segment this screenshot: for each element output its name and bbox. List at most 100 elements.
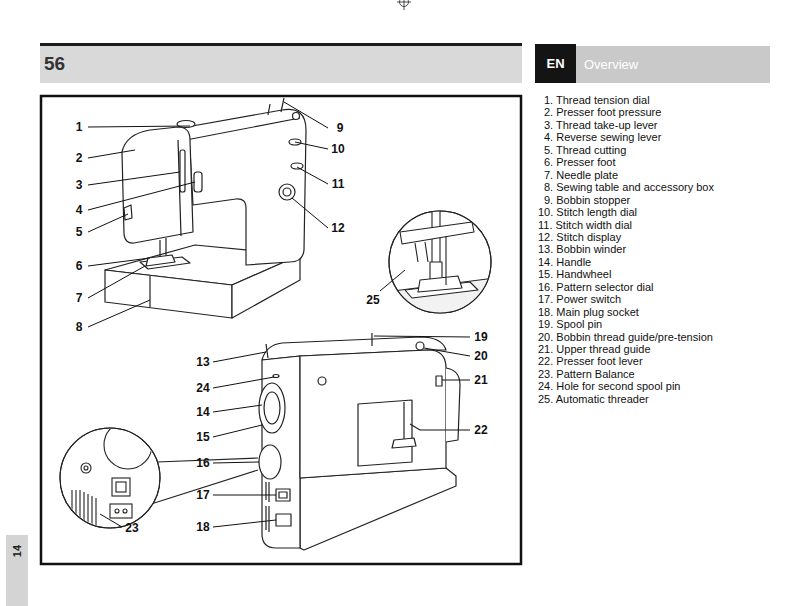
part-list-item: 25. Automatic threader	[538, 393, 649, 405]
part-list-item: 7. Needle plate	[544, 169, 618, 181]
leader-lines	[88, 102, 470, 527]
plug-socket	[276, 514, 291, 526]
callout-number: 21	[474, 374, 487, 386]
spool-pin	[281, 98, 284, 112]
part-list-item: 13. Bobbin winder	[538, 243, 626, 255]
power-switch	[116, 482, 126, 492]
vent-slots	[266, 482, 269, 532]
callout-number: 24	[196, 382, 209, 394]
pattern-balance-knob	[81, 463, 91, 473]
pattern-balance-knob	[84, 466, 88, 470]
callout-number: 25	[366, 294, 379, 306]
callout-number: 9	[337, 122, 344, 134]
machine-head	[446, 368, 460, 442]
plug-pin	[115, 509, 119, 513]
power-switch	[276, 489, 290, 501]
callout-number: 15	[196, 431, 209, 443]
part-list-item: 4. Reverse sewing lever	[544, 131, 661, 143]
callout-number: 1	[76, 121, 83, 133]
threader-housing	[400, 222, 474, 244]
callout-number: 8	[76, 321, 83, 333]
stitch-width-dial	[291, 163, 303, 169]
part-list-item: 10. Stitch length dial	[538, 206, 637, 218]
presser-foot	[392, 438, 416, 448]
part-list-item: 12. Stitch display	[538, 231, 621, 243]
reverse-lever	[194, 172, 202, 192]
callout-number: 3	[76, 179, 83, 191]
power-switch	[279, 492, 287, 498]
callout-number: 22	[474, 424, 487, 436]
detail-connector	[148, 470, 258, 505]
box-seam	[149, 276, 150, 307]
part-list-item: 22. Presser foot lever	[538, 355, 643, 367]
part-list-item: 2. Presser foot pressure	[544, 106, 661, 118]
vent-slots	[72, 490, 96, 528]
part-list-item: 11. Stitch width dial	[538, 219, 632, 231]
pattern-balance-hole	[318, 377, 326, 385]
callout-number: 23	[125, 522, 138, 534]
part-list-item: 19. Spool pin	[538, 318, 602, 330]
callout-number: 7	[76, 292, 83, 304]
plug-socket	[110, 504, 132, 518]
spool-pin	[266, 344, 268, 358]
part-list-item: 8. Sewing table and accessory box	[544, 181, 714, 193]
stitch-display	[279, 184, 295, 200]
callout-number: 10	[331, 143, 344, 155]
page-heading: 56	[44, 53, 522, 75]
threader-hook	[415, 242, 428, 262]
section-title: Overview	[584, 57, 770, 72]
power-switch	[112, 478, 130, 496]
registration-mark	[397, 2, 411, 3]
foot-shank	[430, 262, 442, 280]
part-list-item: 24. Hole for second spool pin	[538, 380, 680, 392]
page-number: 14	[11, 545, 23, 557]
callout-number: 16	[196, 457, 209, 469]
sewing-table-side	[232, 255, 300, 318]
arm-edge	[186, 118, 300, 140]
stitch-display	[283, 188, 291, 196]
presser-foot-lever	[410, 424, 420, 430]
spool-pin	[268, 104, 270, 115]
callout-number: 5	[76, 226, 83, 238]
part-list-item: 3. Thread take-up lever	[544, 119, 658, 131]
machine-throat	[358, 400, 412, 466]
part-list-item: 1. Thread tension dial	[544, 94, 650, 106]
callout-number: 18	[196, 521, 209, 533]
figure-frame	[41, 96, 521, 564]
callout-number: 4	[76, 204, 83, 216]
registration-mark	[404, 0, 405, 10]
part-list-item: 17. Power switch	[538, 293, 621, 305]
part-list-item: 20. Bobbin thread guide/pre-tension	[538, 331, 713, 343]
part-list-item: 5. Thread cutting	[544, 144, 626, 156]
detail-circle	[389, 211, 491, 313]
header-band: 56	[40, 43, 522, 83]
pattern-dial	[259, 445, 281, 479]
part-list-item: 14. Handle	[538, 256, 591, 268]
part-list-item: 15. Handwheel	[538, 268, 611, 280]
presser-foot	[146, 255, 175, 266]
part-list-item: 23. Pattern Balance	[538, 368, 635, 380]
handwheel	[259, 383, 285, 433]
callout-number: 19	[474, 331, 487, 343]
part-list-item: 6. Presser foot	[544, 156, 616, 168]
detail-circle	[60, 428, 160, 528]
presser-bar	[165, 238, 166, 256]
part-list-item: 9. Bobbin stopper	[544, 194, 630, 206]
callout-number: 6	[76, 260, 83, 272]
pre-tension-guide	[416, 342, 424, 350]
bobbin-winder	[293, 113, 300, 120]
section-band: Overview	[576, 46, 770, 83]
presser-foot	[418, 276, 462, 292]
callout-number: 17	[196, 489, 209, 501]
callout-number: 11	[332, 178, 345, 190]
upper-thread-guide	[436, 376, 442, 386]
callout-number: 20	[474, 350, 487, 362]
part-list-item: 16. Pattern selector dial	[538, 281, 654, 293]
needle	[403, 402, 404, 440]
callout-number: 2	[76, 152, 83, 164]
callout-number: 14	[196, 406, 209, 418]
thread-cutter	[124, 205, 132, 220]
detail-circle	[60, 428, 160, 528]
